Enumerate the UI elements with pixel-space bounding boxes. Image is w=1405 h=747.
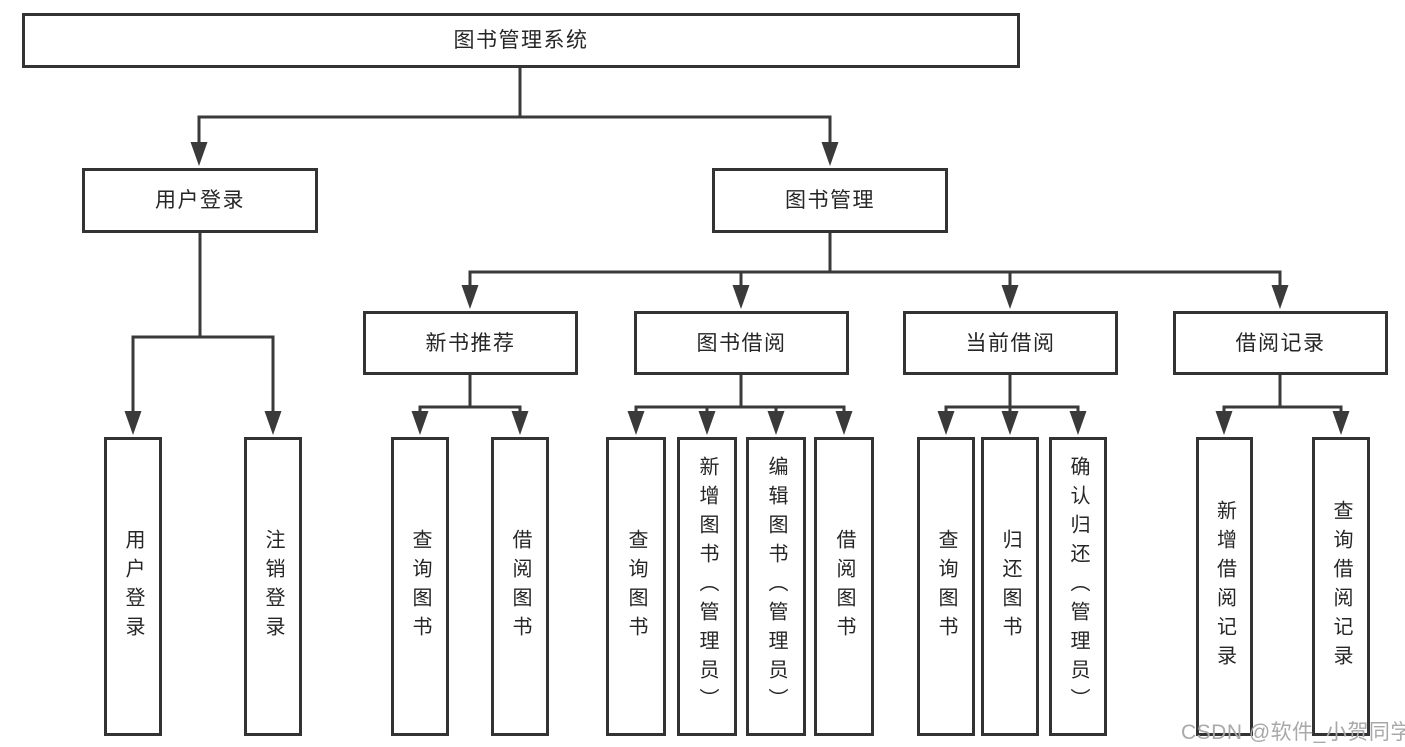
arrow-down-icon bbox=[1271, 285, 1289, 309]
node-label: 借阅记录 bbox=[1235, 331, 1326, 355]
node-label: 用户登录 bbox=[155, 189, 245, 212]
connector-root-to-level2 bbox=[190, 64, 839, 166]
node-label: 新书推荐 bbox=[425, 331, 516, 355]
node-label: 用户登录 bbox=[122, 528, 144, 645]
arrow-down-icon bbox=[767, 411, 785, 435]
node-current-borrow: 当前借阅 bbox=[903, 311, 1118, 375]
arrow-down-icon bbox=[124, 411, 142, 435]
arrow-down-icon bbox=[461, 285, 479, 309]
arrow-down-icon bbox=[1001, 411, 1019, 435]
arrow-down-icon bbox=[190, 142, 208, 166]
arrow-down-icon bbox=[511, 411, 529, 435]
node-root: 图书管理系统 bbox=[22, 13, 1020, 68]
leaf-bb-query-book: 查询图书 bbox=[606, 437, 666, 736]
connector-new-book-recommend-children bbox=[411, 371, 529, 435]
leaf-cb-confirm-return-admin: 确认归还（管理员） bbox=[1049, 437, 1107, 736]
leaf-cb-return-book: 归还图书 bbox=[981, 437, 1039, 736]
arrow-down-icon bbox=[732, 285, 750, 309]
arrow-down-icon bbox=[1332, 411, 1350, 435]
leaf-br-add-record: 新增借阅记录 bbox=[1196, 437, 1253, 736]
leaf-user-login: 用户登录 bbox=[104, 437, 162, 736]
connector-book-management-children bbox=[461, 229, 1289, 309]
arrow-down-icon bbox=[1001, 285, 1019, 309]
node-user-login: 用户登录 bbox=[82, 168, 318, 233]
arrow-down-icon bbox=[264, 411, 282, 435]
node-label: 注销登录 bbox=[262, 528, 284, 645]
node-label: 归还图书 bbox=[999, 528, 1021, 645]
arrow-down-icon bbox=[698, 411, 716, 435]
connector-book-borrow-children bbox=[627, 371, 853, 435]
arrow-down-icon bbox=[1069, 411, 1087, 435]
arrow-down-icon bbox=[937, 411, 955, 435]
node-label: 当前借阅 bbox=[965, 331, 1056, 355]
node-book-borrow: 图书借阅 bbox=[634, 311, 849, 375]
leaf-nbr-borrow-book: 借阅图书 bbox=[491, 437, 549, 736]
leaf-cb-query-book: 查询图书 bbox=[917, 437, 975, 736]
node-new-book-recommend: 新书推荐 bbox=[363, 311, 578, 375]
connector-user-login-children bbox=[124, 229, 282, 435]
arrow-down-icon bbox=[627, 411, 645, 435]
node-label: 编辑图书（管理员） bbox=[765, 456, 787, 717]
arrow-down-icon bbox=[821, 142, 839, 166]
node-label: 图书借阅 bbox=[696, 331, 787, 355]
arrow-down-icon bbox=[411, 411, 429, 435]
arrow-down-icon bbox=[1215, 411, 1233, 435]
node-label: 图书管理系统 bbox=[453, 29, 589, 52]
node-label: 查询图书 bbox=[935, 528, 957, 645]
leaf-br-query-record: 查询借阅记录 bbox=[1312, 437, 1370, 736]
watermark: CSDN @软件_小贺同学 bbox=[1181, 721, 1405, 744]
node-label: 借阅图书 bbox=[509, 528, 531, 645]
node-label: 新增借阅记录 bbox=[1213, 499, 1236, 674]
node-label: 图书管理 bbox=[785, 189, 875, 212]
arrow-down-icon bbox=[835, 411, 853, 435]
leaf-logout: 注销登录 bbox=[244, 437, 302, 736]
leaf-bb-edit-book-admin: 编辑图书（管理员） bbox=[746, 437, 806, 736]
leaf-bb-add-book-admin: 新增图书（管理员） bbox=[677, 437, 737, 736]
connector-current-borrow-children bbox=[937, 371, 1087, 435]
node-label: 查询图书 bbox=[625, 528, 647, 645]
leaf-bb-borrow-book: 借阅图书 bbox=[814, 437, 874, 736]
node-book-management: 图书管理 bbox=[712, 168, 948, 233]
connector-borrow-records-children bbox=[1215, 371, 1350, 435]
node-label: 查询借阅记录 bbox=[1330, 499, 1352, 674]
leaf-nbr-query-book: 查询图书 bbox=[391, 437, 449, 736]
node-label: 查询图书 bbox=[409, 528, 431, 645]
node-borrow-records: 借阅记录 bbox=[1173, 311, 1388, 375]
node-label: 确认归还（管理员） bbox=[1067, 456, 1089, 717]
node-label: 借阅图书 bbox=[833, 528, 855, 645]
node-label: 新增图书（管理员） bbox=[696, 456, 718, 717]
